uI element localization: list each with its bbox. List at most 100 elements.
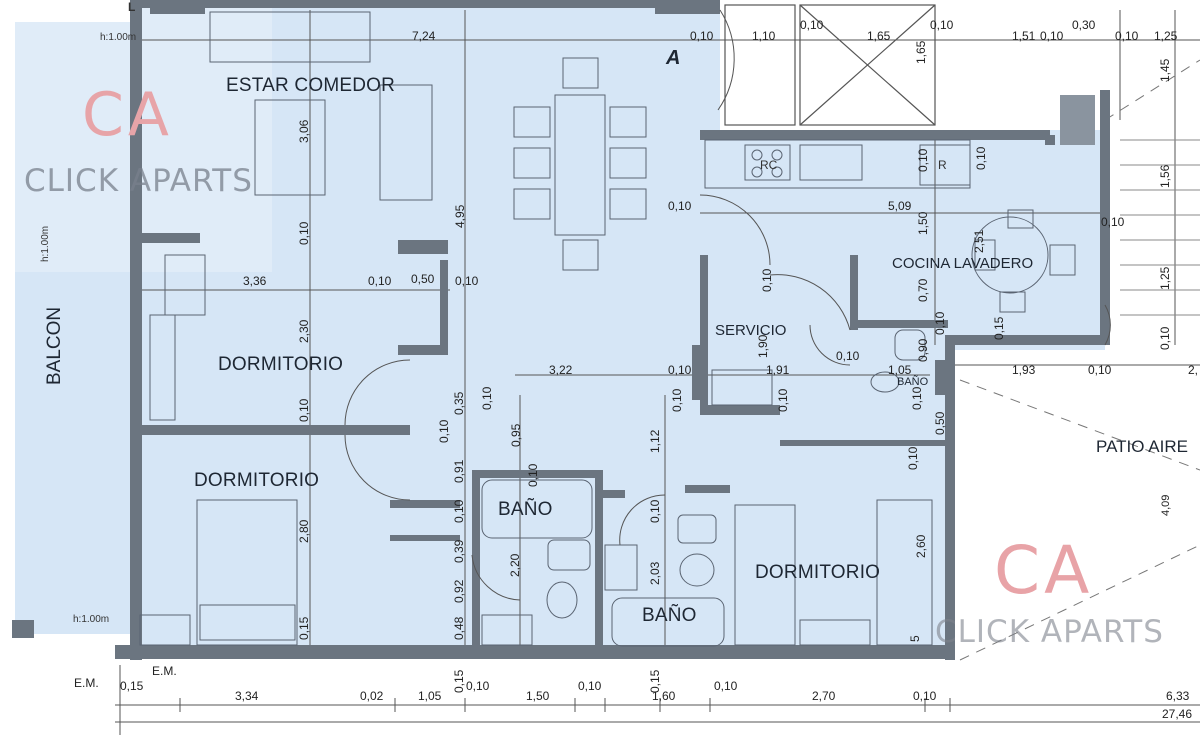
dimension-lines [115,10,1200,735]
dim-label: 5,09 [888,199,912,213]
elevator-shafts [724,4,936,126]
dim-label: 1,25 [1158,266,1172,290]
dim-label: 1,65 [867,29,891,43]
dim-label: 1,90 [756,334,770,358]
dim-label: 0,10 [836,349,860,363]
dim-label: 0,10 [368,274,392,288]
dim-label: 1,05 [418,689,442,703]
living-furniture [149,11,433,421]
dim-label: 0,15 [452,669,466,693]
dim-label: 0,10 [1040,29,1064,43]
dim-label: 1,45 [1158,58,1172,82]
dim-label: 1,60 [652,689,676,703]
dim-label: 0,10 [714,679,738,693]
dim-label: 0,92 [452,579,466,603]
dim-label: 0,10 [1158,326,1172,350]
dim-label: 3,06 [297,119,311,143]
dim-label: 1,91 [766,363,790,377]
dim-label: 1,05 [888,363,912,377]
dim-label: 0,90 [916,338,930,362]
dim-label: 0,15 [648,669,662,693]
dim-label: 0,10 [1101,215,1125,229]
dim-label: 2,51 [972,229,986,253]
stair-steps [1120,139,1200,316]
dim-label: 1,12 [648,429,662,453]
dim-label: 2,03 [648,561,662,585]
dim-label: 0,02 [360,689,384,703]
dim-label: 3,22 [549,363,573,377]
dim-label: 0,10 [776,388,790,412]
dim-label: 3,34 [235,689,259,703]
dim-label: 6,33 [1166,689,1190,703]
walls [12,0,1110,660]
dim-label: 3,36 [243,274,267,288]
dim-label: 0,35 [452,391,466,415]
dim-label: 2, [1188,363,1199,377]
door-swings [344,9,1111,601]
dim-label: 0,15 [297,616,311,640]
room-label-bano-1: BAÑO [498,499,553,520]
dim-label: 0,10 [670,388,684,412]
entrance-mark: A [666,47,681,69]
dim-label: 0,10 [760,268,774,292]
dim-label: 0,91 [452,459,466,483]
watermark-logo-ca-2: CA [994,532,1094,609]
dim-label: 0,10 [913,689,937,703]
dim-label: 0,10 [906,446,920,470]
room-label-bano-3: BAÑO [897,376,929,388]
dim-label: 0,95 [509,423,523,447]
dim-label: 0,39 [452,539,466,563]
dim-label: 0,10 [297,398,311,422]
dim-label: 0,10 [910,386,924,410]
room-label-dormitorio-3: DORMITORIO [755,562,881,583]
dim-label: 0,50 [933,411,947,435]
patio-aire-lines [959,59,1200,661]
watermark-logo-ca: CA [82,80,173,150]
dim-label: 0,10 [452,499,466,523]
dim-label: 4,09 [1160,494,1172,516]
watermark-logo-text: CLICK APARTS [24,163,253,199]
dim-label: 0,50 [411,272,435,286]
room-label-cocina-lavadero: COCINA LAVADERO [892,255,1034,272]
dim-label: 0,10 [690,29,714,43]
dim-label: 0,10 [668,199,692,213]
railing-height-note-bottom: h:1.00m [73,614,110,625]
dim-label: 0,10 [974,146,988,170]
dim-label: 0,48 [452,616,466,640]
dim-label: 4,95 [453,204,467,228]
dim-label: 0,10 [480,386,494,410]
dim-label: 0,10 [916,148,930,172]
dim-label: 0,15 [992,316,1006,340]
dim-label: 2,80 [297,519,311,543]
room-label-patio-aire: PATIO AIRE [1096,437,1188,456]
dim-label: 7,24 [412,29,436,43]
dim-label: 2,30 [297,319,311,343]
dim-label: 0,10 [297,221,311,245]
bathroom-fixtures [481,329,926,647]
dim-label: 0,10 [526,463,540,487]
room-label-dormitorio-1: DORMITORIO [218,354,344,375]
dim-label: 0,10 [578,679,602,693]
dim-label: 2,60 [914,534,928,558]
dim-label: 27,46 [1162,707,1193,721]
room-label-bano-2: BAÑO [642,605,697,626]
l-mark: L [128,0,136,14]
room-label-dormitorio-2: DORMITORIO [194,470,320,491]
dim-label: 0,30 [1072,18,1096,32]
room-label-estar-comedor: ESTAR COMEDOR [226,75,396,96]
dim-label: 0,70 [916,278,930,302]
em-label-left: E.M. [74,676,99,690]
em-label-right: E.M. [152,664,177,678]
rc-mark: RC [760,158,778,172]
railing-height-note-side: h:1.00m [40,225,51,262]
dim-label: 0,10 [437,419,451,443]
dim-label: 2,70 [812,689,836,703]
dim-label: 0,10 [668,363,692,377]
dim-label: 0,10 [800,18,824,32]
dim-label: 1,93 [1012,363,1036,377]
dim-label: 1,51 [1012,29,1036,43]
dim-label: 1,25 [1154,29,1178,43]
dim-label: 1,50 [916,211,930,235]
dim-label: 0,10 [933,311,947,335]
bedroom-furniture [139,499,933,646]
